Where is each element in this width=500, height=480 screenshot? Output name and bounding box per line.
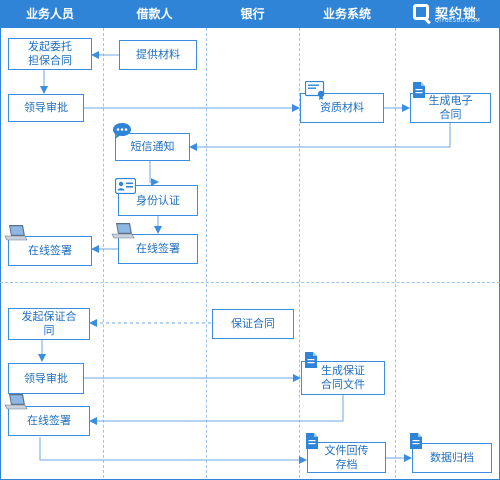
node-sms-notify: 短信通知 — [115, 133, 190, 161]
lane-separator — [103, 28, 104, 478]
node-leader-approve-1: 领导审批 — [8, 94, 84, 122]
document-icon — [306, 433, 318, 449]
laptop-icon — [111, 223, 135, 239]
node-generate-e-contract: 生成电子 合同 — [410, 93, 491, 123]
document-icon — [410, 433, 422, 449]
chat-bubble-icon — [113, 123, 131, 139]
lane-title-bank: 银行 — [240, 7, 265, 21]
node-guarantee-contract: 保证合同 — [212, 309, 294, 339]
node-leader-approve-2: 领导审批 — [8, 363, 84, 394]
node-sales-online-sign-2: 在线签署 — [8, 406, 90, 436]
arrow-sales-sign-to-file-return — [39, 437, 307, 464]
node-initiate-guarantee-contract: 发起保证合 同 — [8, 308, 90, 340]
certificate-icon — [305, 81, 325, 100]
node-qualification-materials: 资质材料 — [300, 93, 384, 123]
node-generate-guarantee-file: 生成保证 合同文件 — [301, 361, 385, 395]
lane-title-borrower: 借款人 — [136, 7, 173, 21]
lane-separator — [299, 28, 300, 478]
node-sales-online-sign-1: 在线签署 — [8, 236, 92, 266]
phase-divider — [0, 282, 500, 283]
arrow-generate-file-to-sales-sign — [89, 395, 344, 425]
logo-q-icon — [413, 4, 429, 20]
arrow-sms-to-identity — [149, 161, 159, 186]
node-provide-materials: 提供材料 — [119, 40, 197, 70]
lane-separator — [395, 28, 396, 478]
swimlane-header: 业务人员 借款人 银行 业务系统 契约锁 QIYUESUO.COM — [0, 0, 500, 28]
laptop-icon — [4, 394, 28, 410]
laptop-icon — [4, 225, 28, 241]
arrow-generate-to-sms — [189, 123, 451, 151]
node-data-archive: 数据归档 — [412, 443, 492, 473]
lane-title-salesperson: 业务人员 — [25, 7, 74, 21]
node-file-return-archive: 文件回传 存档 — [307, 442, 386, 473]
logo-subtext: QIYUESUO.COM — [435, 18, 481, 24]
node-initiate-guarantee-entrust: 发起委托 担保合同 — [8, 38, 92, 70]
logo-text: 契约锁 — [435, 7, 478, 22]
node-borrower-online-sign: 在线签署 — [118, 234, 198, 264]
document-icon — [305, 352, 317, 368]
document-icon — [413, 82, 425, 98]
brand-logo: 契约锁 QIYUESUO.COM — [405, 2, 497, 26]
id-card-icon — [115, 178, 136, 194]
lane-separator — [206, 28, 207, 478]
lane-title-system: 业务系统 — [322, 7, 371, 21]
